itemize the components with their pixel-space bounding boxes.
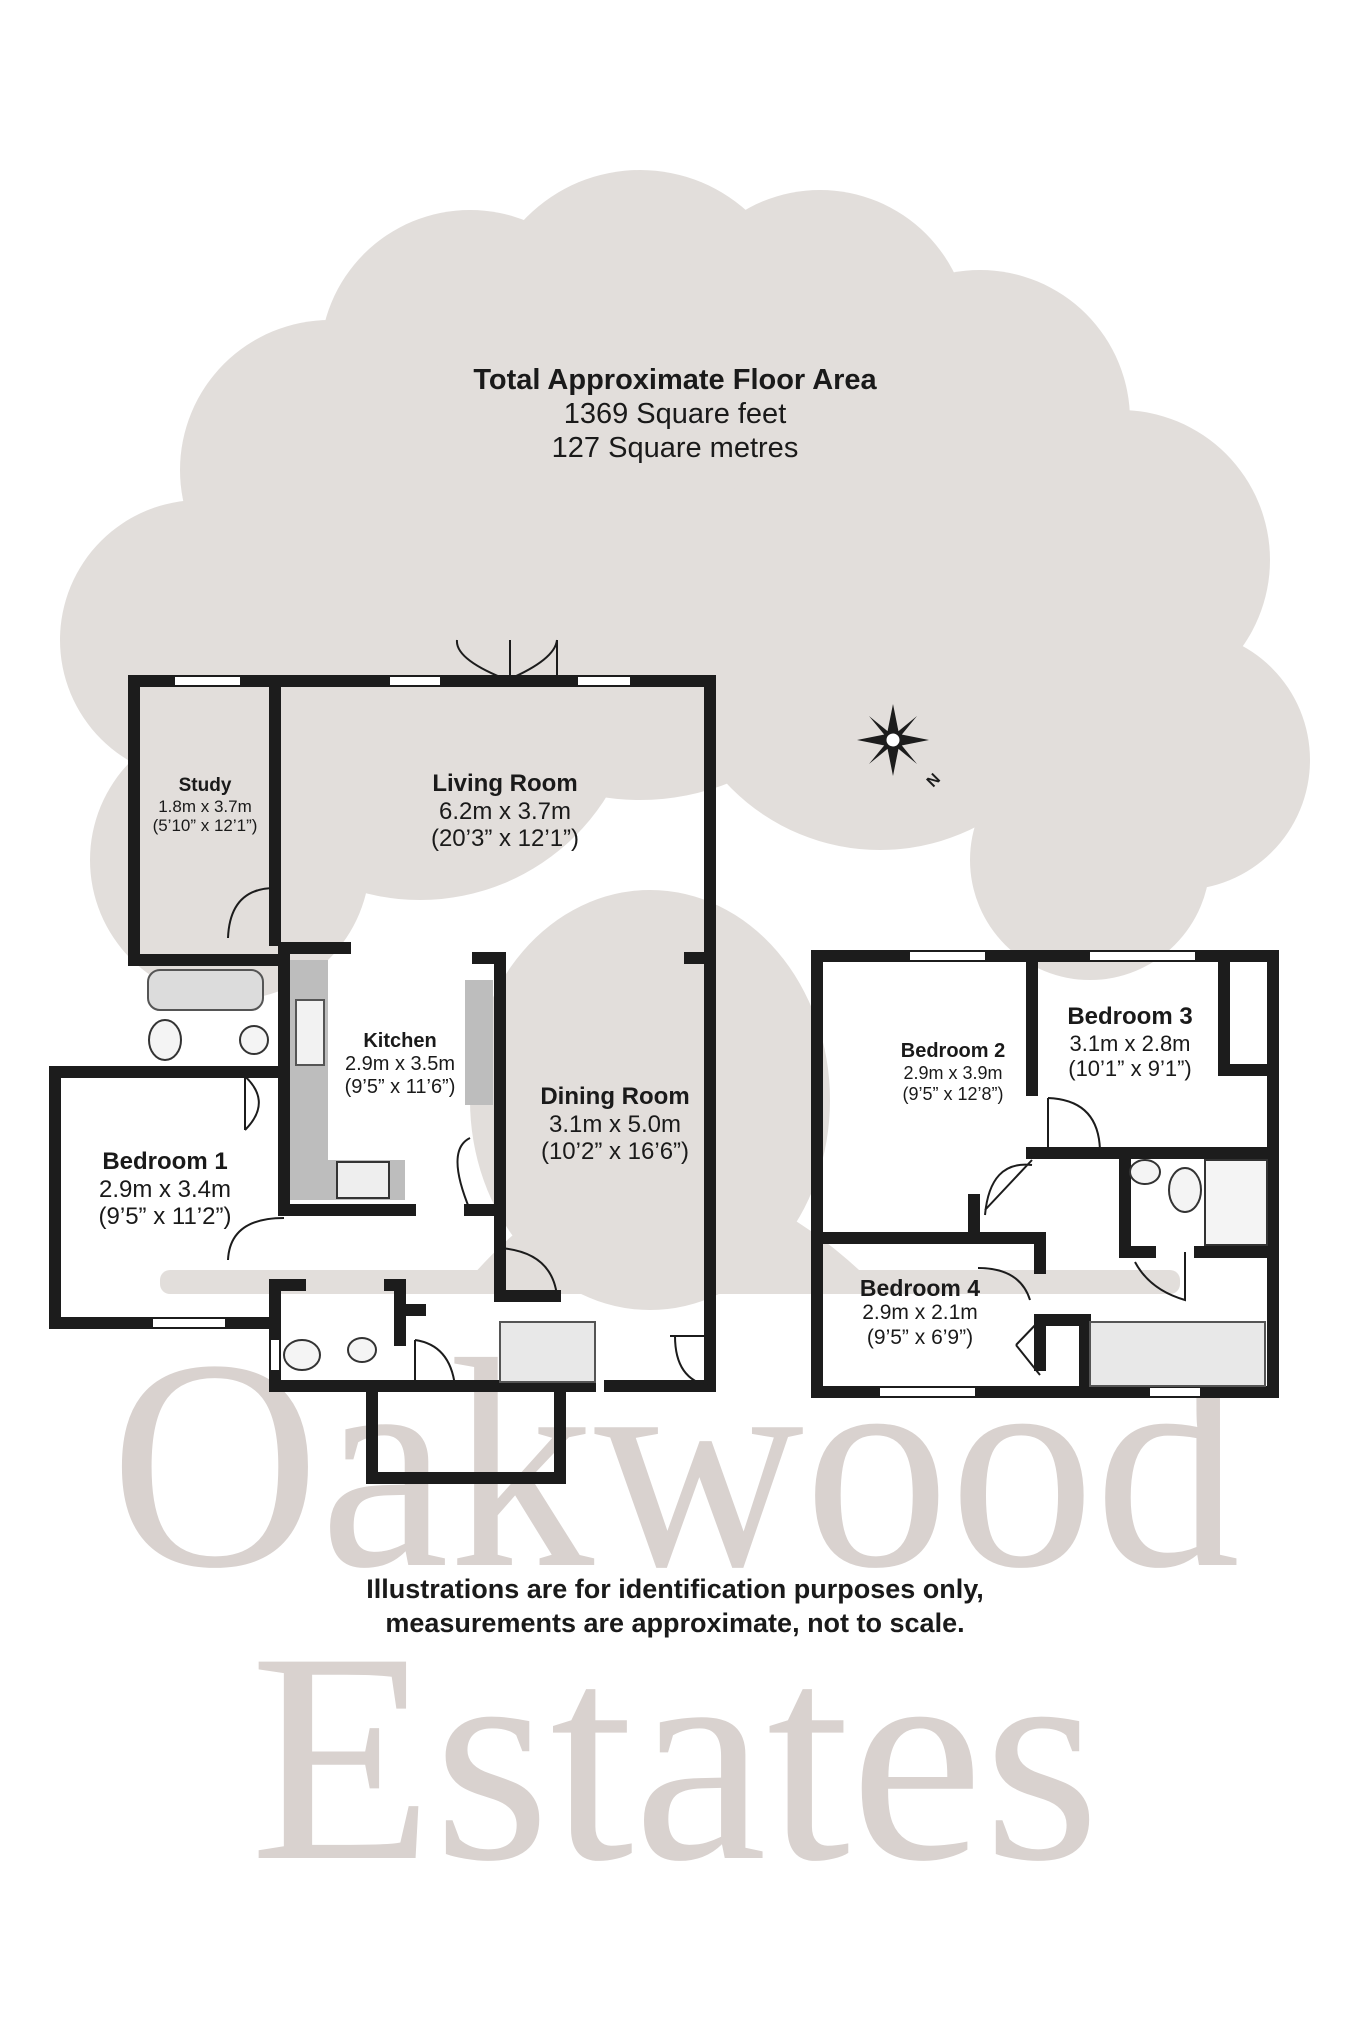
- watermark-line-2: Estates: [250, 1591, 1100, 1923]
- floor-area-square-metres: 127 Square metres: [551, 432, 799, 464]
- disclaimer: Illustrations are for identification pur…: [0, 1573, 1350, 1641]
- toilet-upstairs: [1168, 1167, 1202, 1213]
- bay-window: [369, 1400, 563, 1478]
- study-name: Study: [178, 775, 232, 796]
- bedroom-3-name: Bedroom 3: [1067, 1003, 1193, 1030]
- kitchen-imperial: (9’5” x 11’6”): [344, 1076, 456, 1098]
- living-room-name: Living Room: [432, 770, 578, 797]
- bedroom-4-imperial: (9’5” x 6’9”): [866, 1325, 974, 1349]
- room-label-kitchen: Kitchen 2.9m x 3.5m (9’5” x 11’6”): [325, 1030, 475, 1099]
- bedroom-2-name: Bedroom 2: [900, 1040, 1006, 1062]
- study-imperial: (5’10” x 12’1”): [152, 816, 258, 836]
- stairs-upper: [1089, 1321, 1266, 1387]
- bedroom-2-imperial: (9’5” x 12’8”): [902, 1083, 1004, 1104]
- shower: [1204, 1159, 1268, 1246]
- living-room-metric: 6.2m x 3.7m: [438, 797, 572, 825]
- toilet-ground-bath: [148, 1019, 182, 1061]
- room-label-bedroom-2: Bedroom 2 2.9m x 3.9m (9’5” x 12’8”): [878, 1040, 1028, 1104]
- hob: [336, 1161, 390, 1199]
- bedroom-3-imperial: (10’1” x 9’1”): [1068, 1055, 1192, 1081]
- study-metric: 1.8m x 3.7m: [158, 796, 252, 816]
- bedroom-1-imperial: (9’5” x 11’2”): [98, 1203, 232, 1231]
- bedroom-3-metric: 3.1m x 2.8m: [1069, 1030, 1191, 1056]
- kitchen-counter-right: [465, 980, 493, 1105]
- toilet-wc: [283, 1339, 321, 1371]
- room-label-bedroom-4: Bedroom 4 2.9m x 2.1m (9’5” x 6’9”): [825, 1275, 1015, 1350]
- kitchen-metric: 2.9m x 3.5m: [344, 1053, 456, 1075]
- disclaimer-line-2: measurements are approximate, not to sca…: [385, 1607, 965, 1638]
- sink: [295, 999, 325, 1066]
- living-room-imperial: (20’3” x 12’1”): [430, 825, 580, 853]
- room-label-dining-room: Dining Room 3.1m x 5.0m (10’2” x 16’6”): [515, 1083, 715, 1166]
- bedroom-2-metric: 2.9m x 3.9m: [903, 1063, 1003, 1083]
- bedroom-1-name: Bedroom 1: [102, 1148, 228, 1175]
- dining-room-metric: 3.1m x 5.0m: [548, 1110, 682, 1138]
- dining-room-imperial: (10’2” x 16’6”): [540, 1138, 690, 1166]
- kitchen-name: Kitchen: [363, 1030, 437, 1052]
- windows: [153, 677, 1200, 1396]
- room-label-study: Study 1.8m x 3.7m (5’10” x 12’1”): [140, 775, 270, 836]
- bedroom-4-name: Bedroom 4: [859, 1275, 981, 1301]
- floor-area-square-feet: 1369 Square feet: [563, 398, 787, 430]
- room-label-living-room: Living Room 6.2m x 3.7m (20’3” x 12’1”): [380, 770, 630, 853]
- fixtures: [147, 960, 1268, 1478]
- stairs-ground: [499, 1321, 596, 1383]
- disclaimer-line-1: Illustrations are for identification pur…: [366, 1574, 984, 1604]
- basin-ground-bath: [239, 1025, 269, 1055]
- dining-room-name: Dining Room: [540, 1083, 690, 1110]
- bath: [147, 969, 264, 1011]
- bedroom-4-metric: 2.9m x 2.1m: [862, 1301, 978, 1325]
- door-swings: [227, 639, 1186, 1387]
- bedroom-1-metric: 2.9m x 3.4m: [98, 1175, 232, 1203]
- basin-upstairs: [1129, 1159, 1161, 1185]
- basin-wc: [347, 1337, 377, 1363]
- floor-area-title: Total Approximate Floor Area: [473, 364, 877, 396]
- room-label-bedroom-3: Bedroom 3 3.1m x 2.8m (10’1” x 9’1”): [1040, 1003, 1220, 1081]
- room-label-bedroom-1: Bedroom 1 2.9m x 3.4m (9’5” x 11’2”): [75, 1148, 255, 1231]
